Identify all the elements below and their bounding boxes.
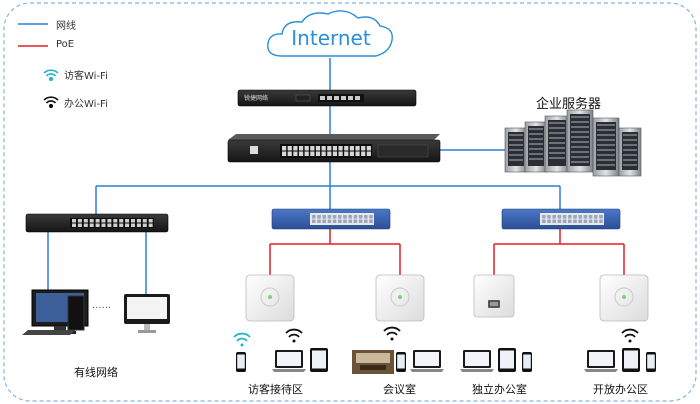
poe-lines xyxy=(269,229,625,275)
enterprise-servers xyxy=(504,109,642,177)
server-rack-icon xyxy=(524,121,548,173)
outer-border xyxy=(3,2,697,402)
phone-icon xyxy=(646,352,656,372)
legend-office-wifi-label: 办公Wi-Fi xyxy=(64,99,108,110)
server-rack-icon xyxy=(504,127,528,173)
legend-guest-wifi-label: 访客Wi-Fi xyxy=(64,71,108,82)
server-rack-icon xyxy=(618,127,642,177)
server-rack-icon xyxy=(592,117,620,177)
zone-wired-label: 有线网络 xyxy=(74,366,118,379)
zone-reception-label: 访客接待区 xyxy=(248,383,303,396)
monitor-icon xyxy=(124,294,170,333)
poe-switch-1 xyxy=(271,208,391,230)
access-switch-wired xyxy=(25,213,169,233)
zone-meeting-label: 会议室 xyxy=(383,383,416,396)
server-rack-icon xyxy=(544,115,570,173)
guest-wifi-icon xyxy=(233,332,251,347)
phone-icon xyxy=(522,352,532,372)
access-point-open-office xyxy=(599,274,649,322)
poe-switch-2 xyxy=(501,208,621,230)
internet-cloud-icon xyxy=(267,10,393,57)
network-lines xyxy=(47,58,561,296)
server-label: 企业服务器 xyxy=(536,97,602,112)
access-point-reception xyxy=(245,274,295,322)
access-point-private-office xyxy=(473,274,515,318)
tablet-icon xyxy=(498,348,516,372)
internet-label: Internet xyxy=(291,26,371,50)
legend-office-wifi-icon xyxy=(43,96,59,109)
tablet-icon xyxy=(310,348,328,372)
access-point-meeting xyxy=(375,274,425,322)
laptop-icon xyxy=(272,350,306,372)
server-rack-icon xyxy=(566,109,594,173)
office-wifi-icon xyxy=(383,326,401,341)
meeting-room-photo xyxy=(352,350,394,374)
desktop-pc-icon xyxy=(22,289,89,335)
legend-guest-wifi-icon xyxy=(43,69,59,82)
zone-private-office-label: 独立办公室 xyxy=(472,383,527,396)
office-wifi-icon xyxy=(285,328,303,343)
gateway-router xyxy=(237,89,417,107)
office-wifi-icon xyxy=(621,328,639,343)
laptop-icon xyxy=(410,350,444,372)
phone-icon xyxy=(236,352,246,372)
router-brand: 锐捷网络 xyxy=(244,95,269,102)
ellipsis: ...... xyxy=(92,300,112,311)
zone-open-office-label: 开放办公区 xyxy=(593,383,648,396)
laptop-icon xyxy=(460,350,494,372)
legend-poe-label: PoE xyxy=(56,39,75,50)
tablet-icon xyxy=(622,348,640,372)
phone-icon xyxy=(396,352,406,372)
core-switch xyxy=(227,134,441,163)
laptop-icon xyxy=(584,350,618,372)
legend-network-label: 网线 xyxy=(56,21,76,32)
